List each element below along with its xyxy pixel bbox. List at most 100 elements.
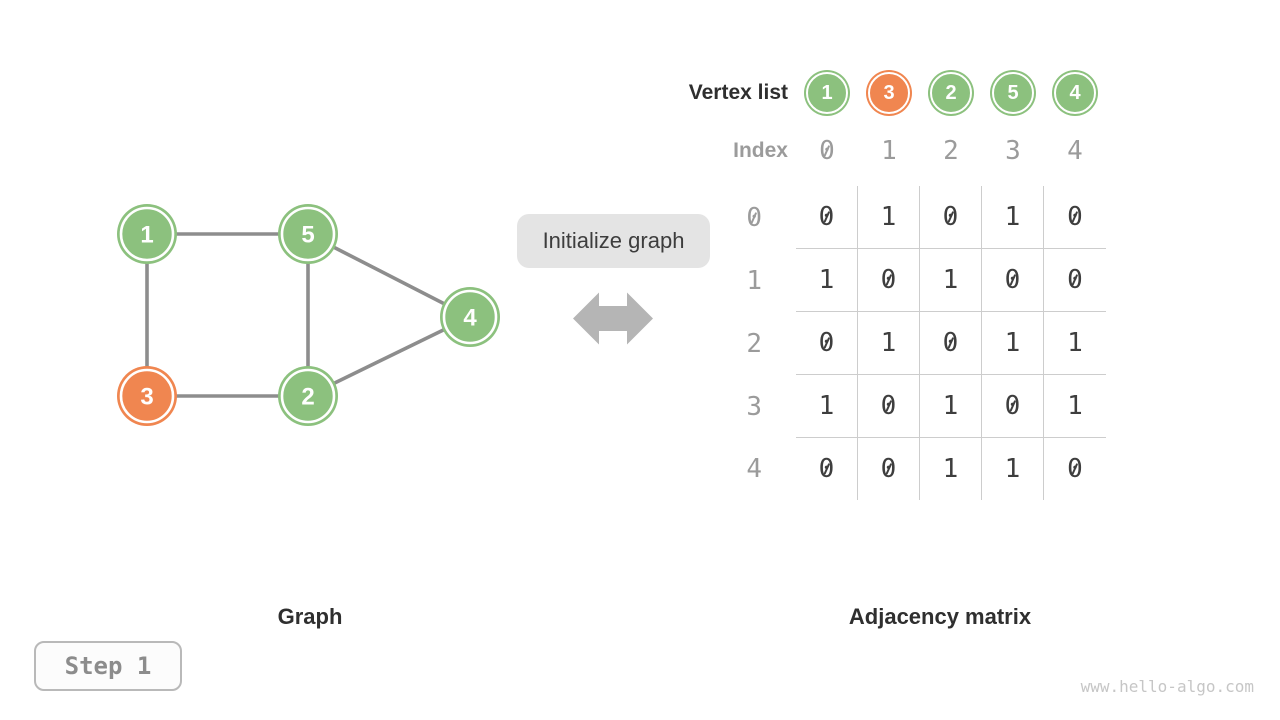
matrix-cell-value: 0 (1004, 265, 1021, 295)
matrix-cell-value: 1 (1004, 202, 1021, 232)
matrix-cell-value: 0 (1004, 391, 1021, 421)
matrix-cell: 1 (920, 249, 982, 311)
matrix-cell: 1 (796, 249, 858, 311)
matrix-row-label: 0 (640, 186, 796, 249)
matrix-cell-value: 0 (880, 391, 897, 421)
matrix-cell: 0 (858, 375, 920, 437)
vertex-circle-3: 3 (868, 72, 910, 114)
matrix-cell-value: 1 (1004, 454, 1021, 484)
vertex-circle-4: 4 (1054, 72, 1096, 114)
svg-text:5: 5 (301, 222, 314, 249)
step-badge: Step 1 (34, 641, 182, 691)
matrix-cell: 0 (1044, 438, 1106, 500)
vertex-list-slot: 1 (796, 70, 858, 116)
index-label: Index (733, 139, 788, 162)
matrix-cell: 1 (1044, 312, 1106, 374)
matrix-row: 1 1 0 1 0 0 (640, 249, 1170, 312)
matrix-cell-value: 1 (818, 265, 835, 295)
matrix-cell: 0 (796, 186, 858, 248)
graph-vertex-5: 5 (278, 204, 338, 264)
index-value: 3 (1005, 136, 1021, 166)
index-slot: 3 (982, 138, 1044, 164)
matrix-cell-value: 1 (942, 265, 959, 295)
matrix-cell-value: 1 (1067, 328, 1083, 358)
graph-vertex-3: 3 (117, 366, 177, 426)
matrix-cell-value: 0 (1067, 265, 1083, 295)
index-slot: 0 (796, 138, 858, 164)
matrix-cell-value: 0 (880, 265, 897, 295)
svg-text:1: 1 (140, 222, 153, 249)
svg-text:3: 3 (140, 384, 153, 411)
matrix-cell: 1 (858, 186, 920, 248)
matrix-cell: 1 (982, 186, 1044, 248)
svg-text:4: 4 (463, 305, 477, 332)
matrix-cell: 0 (982, 375, 1044, 437)
svg-text:2: 2 (301, 384, 314, 411)
matrix-cell-value: 1 (880, 202, 897, 232)
matrix-row-label-digit: 0 (746, 202, 762, 233)
matrix-row-cells: 1 0 1 0 0 (796, 249, 1106, 312)
initialize-graph-text: Initialize graph (542, 228, 685, 253)
matrix-cell: 0 (858, 438, 920, 500)
matrix-cell: 1 (920, 375, 982, 437)
graph-vertex-2: 2 (278, 366, 338, 426)
graph-caption: Graph (277, 604, 343, 629)
vertex-list-slot: 3 (858, 70, 920, 116)
matrix-cell: 0 (920, 312, 982, 374)
double-arrow-icon (573, 292, 653, 345)
matrix-cell-value: 1 (942, 391, 959, 421)
matrix-cell: 0 (796, 438, 858, 500)
matrix-cell: 1 (982, 438, 1044, 500)
matrix-cell-value: 0 (818, 454, 835, 484)
matrix-cell-value: 0 (1067, 202, 1083, 232)
index-value: 2 (943, 136, 959, 166)
matrix-cell: 0 (796, 312, 858, 374)
vertex-circle-5: 5 (992, 72, 1034, 114)
matrix-cell-value: 1 (818, 391, 835, 421)
matrix-cell-value: 0 (942, 328, 959, 358)
matrix-cell: 1 (796, 375, 858, 437)
matrix-cell: 0 (982, 249, 1044, 311)
matrix-cell: 1 (1044, 375, 1106, 437)
graph-edge-5-4 (307, 232, 471, 319)
matrix-row-label: 2 (640, 312, 796, 375)
matrix-cell: 0 (1044, 249, 1106, 311)
matrix-row-label-digit: 1 (746, 265, 762, 296)
watermark-text: www.hello-algo.com (1080, 677, 1254, 696)
matrix-cell: 1 (982, 312, 1044, 374)
vertex-list-slot: 4 (1044, 70, 1106, 116)
matrix-row-label-digit: 3 (746, 391, 762, 422)
vertex-list-slot: 2 (920, 70, 982, 116)
index-slot: 4 (1044, 138, 1106, 164)
matrix-cell-value: 1 (1004, 328, 1021, 358)
graph-diagram: 1 5 4 3 2 (117, 204, 500, 426)
graph-vertex-4: 4 (440, 287, 500, 347)
matrix-cell-value: 0 (942, 202, 959, 232)
index-value: 0 (819, 136, 835, 166)
matrix-cell-value: 1 (942, 454, 959, 484)
matrix-row-label: 1 (640, 249, 796, 312)
graph-vertex-1: 1 (117, 204, 177, 264)
matrix-cell: 0 (858, 249, 920, 311)
matrix-row-label: 4 (640, 438, 796, 500)
vertex-circle-1: 1 (806, 72, 848, 114)
matrix-cell-value: 0 (818, 328, 835, 358)
matrix-row-label: 3 (640, 375, 796, 438)
vertex-list-slot: 5 (982, 70, 1044, 116)
index-value: 1 (881, 136, 897, 166)
matrix-cell: 1 (920, 438, 982, 500)
step-badge-text: Step 1 (64, 652, 152, 680)
matrix-cell: 0 (1044, 186, 1106, 248)
